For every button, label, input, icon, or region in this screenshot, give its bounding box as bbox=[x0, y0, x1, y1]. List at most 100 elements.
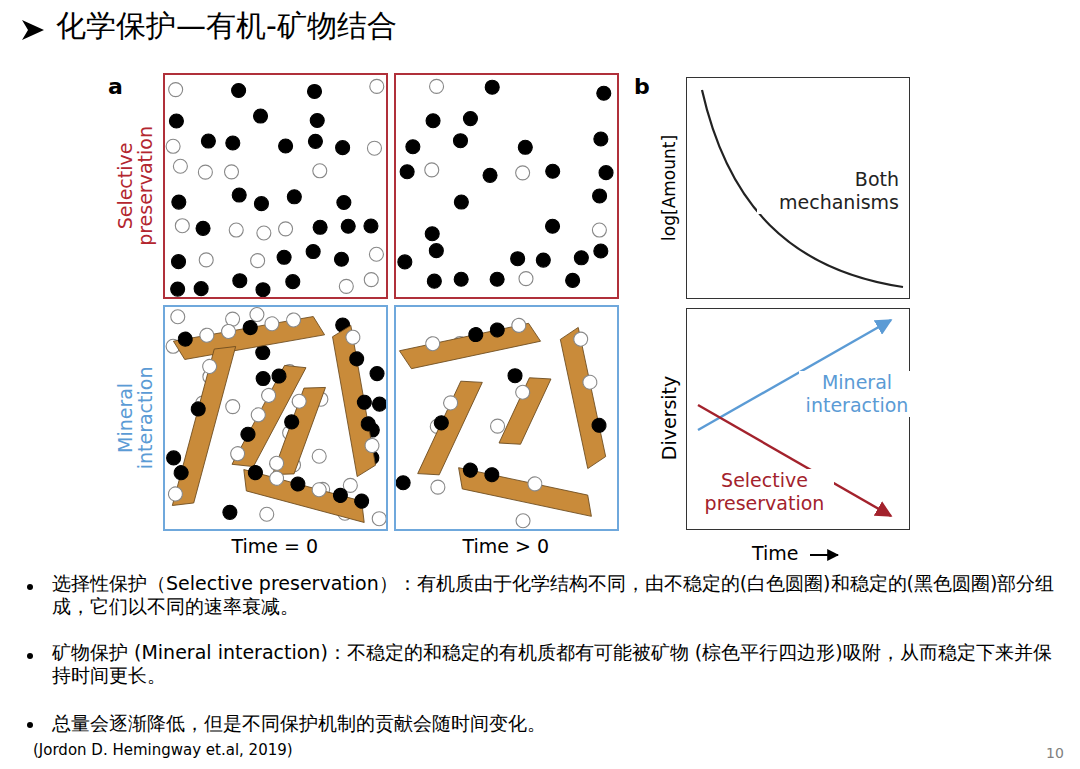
labile-organic bbox=[424, 335, 441, 352]
stable-organic bbox=[167, 451, 181, 465]
labile-organic bbox=[364, 273, 378, 287]
panel-frame bbox=[164, 306, 387, 530]
stable-organic bbox=[454, 272, 468, 286]
stable-organic bbox=[518, 140, 532, 154]
stable-organic bbox=[485, 80, 499, 94]
stable-organic bbox=[370, 367, 384, 381]
labile-organic bbox=[199, 327, 215, 343]
labile-organic bbox=[228, 444, 247, 463]
bullet-dot bbox=[27, 653, 33, 659]
stable-organic bbox=[334, 252, 348, 266]
stable-organic bbox=[546, 164, 560, 178]
stable-organic bbox=[247, 464, 264, 481]
labile-organic bbox=[364, 437, 380, 453]
stable-organic bbox=[308, 84, 322, 98]
labile-organic bbox=[370, 79, 384, 93]
stable-organic bbox=[566, 273, 580, 287]
labile-organic bbox=[169, 83, 183, 97]
labile-organic bbox=[513, 383, 532, 402]
axis-label: Diversity bbox=[660, 376, 680, 461]
labile-organic bbox=[425, 163, 439, 177]
labile-organic bbox=[268, 470, 285, 487]
column-label: Time > 0 bbox=[463, 535, 550, 558]
stable-organic bbox=[283, 413, 301, 431]
stable-organic bbox=[226, 136, 240, 150]
row-label: Mineral interaction bbox=[116, 353, 156, 483]
series-label: Selective preservation bbox=[695, 469, 834, 515]
stable-organic bbox=[190, 400, 207, 417]
selective-t0 bbox=[166, 79, 384, 296]
labile-organic bbox=[199, 253, 213, 267]
stable-organic bbox=[341, 219, 355, 233]
stable-organic bbox=[233, 274, 247, 288]
panel-frame bbox=[395, 74, 618, 298]
stable-organic bbox=[396, 476, 410, 490]
decay-curve bbox=[702, 90, 903, 287]
stable-organic bbox=[173, 464, 190, 481]
labile-organic bbox=[430, 79, 444, 93]
mineral-band bbox=[398, 315, 541, 371]
stable-organic bbox=[462, 462, 479, 479]
stable-organic bbox=[254, 109, 268, 123]
stable-organic bbox=[201, 134, 215, 148]
axis-arrow bbox=[810, 554, 838, 556]
labile-organic bbox=[313, 164, 327, 178]
stable-organic bbox=[196, 221, 210, 235]
stable-organic bbox=[242, 320, 258, 336]
axis-label: Time bbox=[752, 542, 799, 565]
stable-organic bbox=[511, 252, 525, 266]
stable-organic bbox=[426, 114, 440, 128]
stable-organic bbox=[574, 251, 588, 265]
stable-organic bbox=[400, 165, 414, 179]
labile-organic bbox=[369, 247, 383, 261]
labile-organic bbox=[173, 159, 187, 173]
labile-organic bbox=[572, 331, 589, 348]
stable-organic bbox=[336, 141, 350, 155]
stable-organic bbox=[406, 140, 420, 154]
mineral-t0 bbox=[166, 308, 387, 526]
labile-organic bbox=[519, 272, 533, 286]
panel-letter: a bbox=[108, 74, 123, 100]
mineral-surface bbox=[418, 374, 483, 482]
labile-organic bbox=[441, 394, 460, 413]
mineral-surface bbox=[499, 371, 551, 452]
bullet-dot bbox=[27, 584, 33, 590]
labile-organic bbox=[312, 449, 326, 463]
stable-organic bbox=[169, 114, 183, 128]
labile-organic bbox=[167, 485, 184, 502]
stable-organic bbox=[508, 369, 522, 383]
stable-organic bbox=[373, 397, 387, 411]
stable-organic bbox=[427, 274, 441, 288]
mineral-band bbox=[331, 324, 384, 476]
labile-organic bbox=[592, 223, 606, 237]
stable-organic bbox=[429, 244, 443, 258]
stable-organic bbox=[306, 245, 320, 259]
stable-organic bbox=[489, 322, 506, 339]
stable-organic bbox=[593, 189, 607, 203]
mineral-t1 bbox=[396, 315, 614, 528]
stable-organic bbox=[256, 372, 270, 386]
stable-organic bbox=[254, 197, 268, 211]
labile-organic bbox=[510, 317, 527, 334]
stable-organic bbox=[349, 351, 365, 367]
mineral-surface bbox=[559, 327, 608, 468]
mineral-surface bbox=[331, 325, 377, 476]
stable-organic bbox=[269, 367, 288, 386]
labile-organic bbox=[527, 476, 544, 493]
chart-frame: Mineral interactionSelective preservatio… bbox=[686, 308, 910, 530]
stable-organic bbox=[308, 134, 322, 148]
stable-organic bbox=[286, 275, 300, 289]
stable-organic bbox=[463, 112, 477, 126]
mineral-band bbox=[172, 308, 324, 361]
stable-organic bbox=[483, 168, 497, 182]
stable-organic bbox=[536, 253, 550, 267]
labile-organic bbox=[290, 392, 308, 410]
labile-organic bbox=[264, 316, 280, 332]
labile-organic bbox=[257, 226, 271, 240]
stable-organic bbox=[599, 166, 613, 180]
stable-organic bbox=[484, 466, 501, 483]
labile-organic bbox=[171, 310, 185, 324]
bullet-text: 总量会逐渐降低，但是不同保护机制的贡献会随时间变化。 bbox=[52, 712, 1070, 735]
bullet-text: 矿物保护 (Mineral interaction)：不稳定的和稳定的有机质都有… bbox=[52, 641, 1070, 687]
